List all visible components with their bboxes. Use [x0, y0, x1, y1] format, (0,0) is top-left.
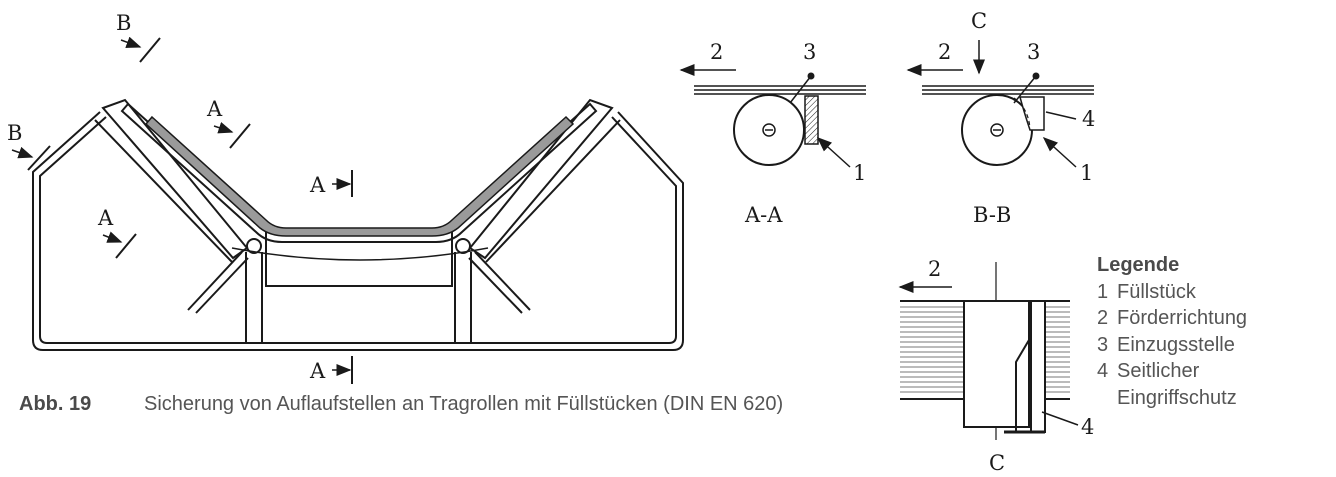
svg-text:4: 4: [1081, 415, 1094, 439]
view-c: 2 4 C: [898, 257, 1094, 475]
trough-frame: [32, 111, 684, 351]
svg-text:B-B: B-B: [973, 203, 1011, 227]
section-b-b: C 2 3 4 1 B-B: [906, 9, 1095, 227]
legend-item-label: Füllstück: [1117, 280, 1196, 303]
legend-item-number: 4: [1097, 360, 1109, 382]
belt-lower-curve: [231, 247, 489, 261]
legend-item: 3 Einzugsstelle: [1097, 332, 1247, 359]
legend-item-label: Förderrichtung: [1117, 307, 1248, 329]
legend-item: 1 Füllstück: [1097, 279, 1247, 306]
legend-item-label: Seitlicher Eingriffschutz: [1117, 360, 1237, 409]
section-marker-b-left: B: [7, 121, 51, 171]
belt-grey-band: [144, 115, 575, 237]
svg-text:B: B: [116, 11, 131, 35]
section-a-a: 2 3 1 A-A: [679, 40, 866, 227]
legend-item-number: 3: [1097, 333, 1109, 356]
svg-text:A: A: [97, 206, 114, 230]
svg-text:2: 2: [928, 257, 941, 281]
figure-caption-text: Sicherung von Auflaufstellen an Tragroll…: [144, 393, 784, 415]
svg-text:A: A: [309, 359, 326, 383]
section-marker-a-upper: A: [206, 97, 251, 149]
svg-text:2: 2: [938, 40, 951, 64]
svg-text:3: 3: [803, 40, 816, 64]
center-roller: [245, 231, 472, 343]
legend-item: 2 Förderrichtung: [1097, 305, 1247, 332]
legend-title: Legende: [1097, 254, 1180, 276]
legend-item-number: 2: [1097, 307, 1109, 329]
section-marker-a-lower: A: [97, 206, 137, 259]
legend: Legende 1 Füllstück 2 Förderrichtung 3 E…: [1097, 252, 1247, 411]
svg-text:2: 2: [710, 40, 723, 64]
figure-number: Abb. 19: [19, 393, 92, 415]
section-marker-a-middle: A: [309, 170, 353, 197]
svg-text:A-A: A-A: [744, 203, 783, 227]
svg-text:A: A: [309, 173, 326, 197]
support-struts: [187, 238, 531, 314]
legend-item-label: Einzugsstelle: [1117, 333, 1235, 356]
svg-text:C: C: [989, 451, 1005, 475]
section-marker-a-bottom: A: [309, 356, 353, 384]
left-wing-roller: [94, 98, 249, 263]
svg-text:4: 4: [1082, 107, 1095, 131]
svg-text:1: 1: [853, 161, 866, 185]
svg-text:B: B: [7, 121, 22, 145]
right-wing-roller: [468, 98, 621, 263]
section-marker-b-top: B: [116, 11, 161, 63]
svg-text:A: A: [206, 97, 223, 121]
svg-text:1: 1: [1080, 161, 1093, 185]
legend-item-number: 1: [1097, 280, 1109, 303]
svg-text:C: C: [971, 9, 987, 33]
svg-text:3: 3: [1027, 40, 1040, 64]
legend-item: 4 Seitlicher Eingriffschutz: [1097, 358, 1247, 411]
figure-caption: Abb. 19 Sicherung von Auflaufstellen an T…: [19, 393, 783, 416]
